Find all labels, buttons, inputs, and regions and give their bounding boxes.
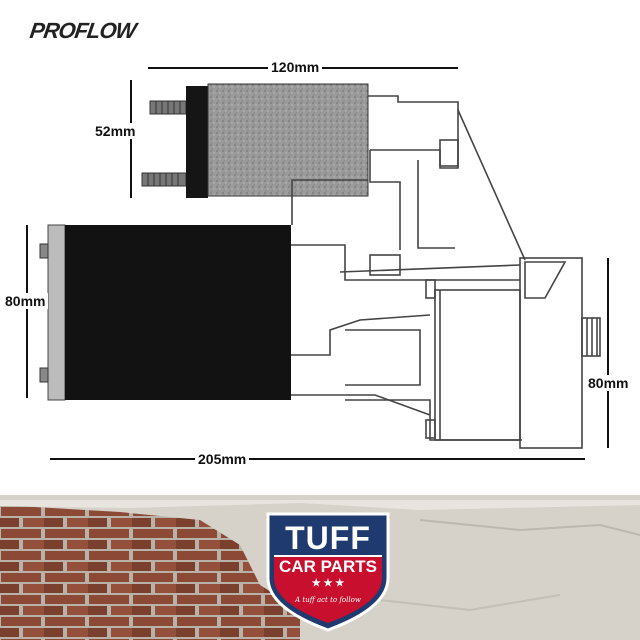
tuff-car-parts-shield bbox=[266, 512, 390, 632]
badge-stars: ★ ★ ★ bbox=[311, 578, 345, 589]
label-width-top: 120mm bbox=[268, 59, 323, 75]
label-motor-height: 80mm bbox=[2, 293, 49, 309]
motor-bolt-bottom bbox=[39, 367, 49, 383]
proflow-logo: PROFLOW bbox=[28, 18, 138, 43]
solenoid-end-cap bbox=[186, 86, 208, 198]
drive-housing bbox=[291, 95, 601, 449]
motor-bolt-top bbox=[39, 243, 49, 259]
solenoid-body bbox=[207, 83, 369, 197]
motor-body bbox=[65, 225, 291, 400]
label-nose-height: 80mm bbox=[585, 375, 632, 391]
solenoid-stud-bottom bbox=[141, 172, 187, 187]
badge-tagline: A tuff act to follow bbox=[295, 596, 361, 604]
label-total-length: 205mm bbox=[195, 451, 250, 467]
label-solenoid-height: 52mm bbox=[92, 123, 139, 139]
motor-end-cap bbox=[47, 224, 66, 401]
plaster-edge bbox=[0, 500, 640, 510]
badge-title: TUFF bbox=[285, 520, 371, 556]
solenoid-stud-top bbox=[149, 100, 187, 115]
badge-subtitle: CAR PARTS bbox=[279, 557, 377, 576]
brick-wall bbox=[0, 505, 300, 640]
